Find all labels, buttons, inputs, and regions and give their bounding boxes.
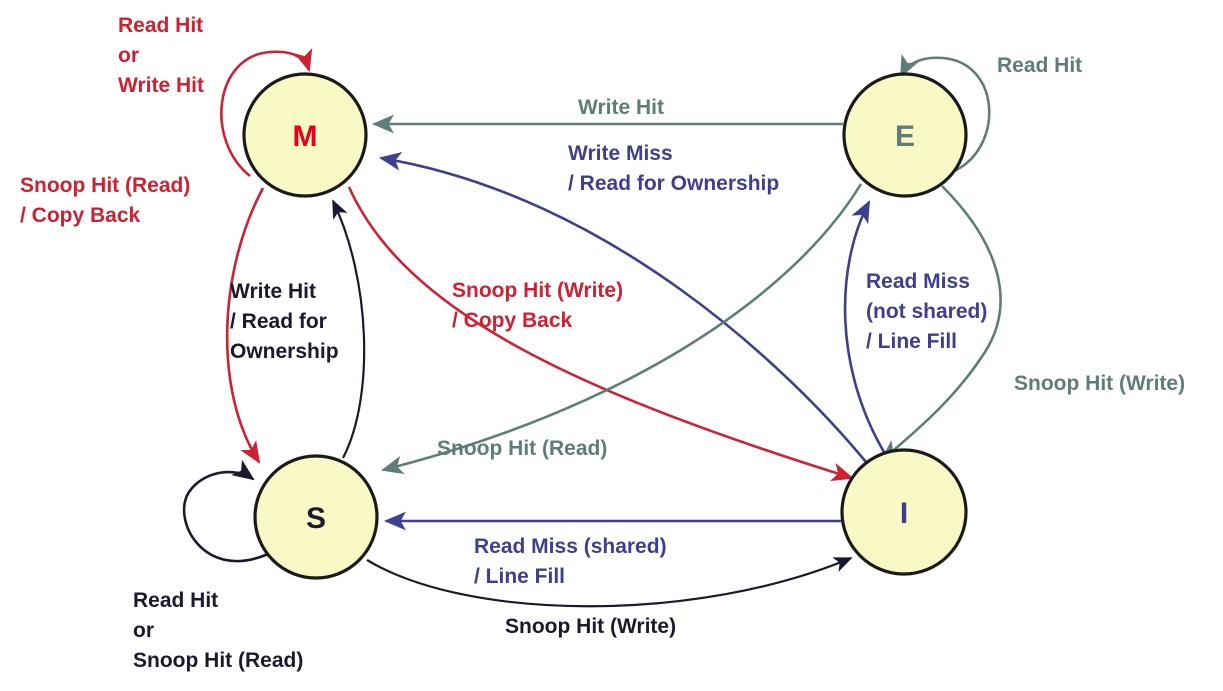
state-node-s[interactable]	[253, 454, 379, 580]
edge-label-line: or	[133, 619, 154, 642]
edge-label-line: Read Hit	[133, 589, 218, 612]
edge-label-line: Snoop Hit (Read)	[133, 649, 303, 672]
edge-s-to-e	[843, 200, 886, 453]
edge-label-s-to-i: Snoop Hit (Write)	[505, 615, 717, 638]
nodes-layer: M E S I	[242, 72, 968, 580]
edge-label-line: / Read for	[230, 310, 327, 333]
state-node-i[interactable]	[840, 448, 968, 576]
state-label-s: S	[306, 502, 326, 535]
edge-label-e-to-s: Snoop Hit (Read)	[437, 437, 648, 460]
edge-e-to-i	[880, 185, 1002, 462]
edge-e-self	[899, 53, 991, 174]
edge-label-m-self: Read Hit or Write Hit	[118, 14, 256, 97]
state-label-i: I	[900, 497, 908, 530]
edge-label-i-to-s: Read Miss (shared) / Line Fill	[474, 535, 719, 588]
state-label-e: E	[895, 120, 915, 153]
edge-s-to-m	[332, 199, 366, 459]
edge-i-to-m	[378, 152, 868, 463]
edge-label-e-self: Read Hit	[997, 54, 1123, 77]
edge-label-line: Read Hit	[997, 54, 1082, 77]
edge-m-to-s	[225, 187, 265, 464]
edge-label-line: Read Miss (shared)	[474, 535, 667, 558]
edge-label-line: / Copy Back	[452, 309, 573, 332]
edge-label-line: or	[118, 44, 139, 67]
edge-label-line: Snoop Hit (Write)	[505, 615, 676, 638]
edge-s-self	[182, 459, 269, 563]
edge-e-to-s	[380, 183, 863, 475]
edge-label-line: Write Miss	[568, 142, 673, 165]
edge-label-line: Ownership	[230, 340, 339, 363]
state-label-m: M	[293, 120, 318, 153]
edge-label-line: Read Hit	[118, 14, 203, 37]
edge-label-line: / Line Fill	[866, 330, 957, 353]
edge-label-line: / Line Fill	[474, 565, 565, 588]
edge-label-m-to-s: Snoop Hit (Read) / Copy Back	[20, 174, 243, 227]
edge-label-line: Snoop Hit (Write)	[452, 279, 623, 302]
edge-s-to-i	[366, 556, 853, 608]
edge-label-s-to-e: Read Miss (not shared) / Line Fill	[866, 270, 1040, 353]
edge-label-line: Snoop Hit (Read)	[437, 437, 607, 460]
edge-label-m-to-i: Snoop Hit (Write) / Copy Back	[452, 279, 676, 332]
state-node-e[interactable]	[842, 72, 968, 198]
edge-label-i-to-m: Write Miss / Read for Ownership	[568, 142, 820, 195]
edges-layer	[182, 48, 1002, 608]
edge-label-e-to-i: Snoop Hit (Write)	[1014, 372, 1223, 395]
edge-label-e-to-m: Write Hit	[578, 96, 705, 119]
edge-label-s-self: Read Hit or Snoop Hit (Read)	[133, 589, 344, 672]
edge-labels-layer: Read Hit or Write Hit Read Hit Read Hit …	[20, 14, 1223, 672]
edge-label-line: Write Hit	[118, 74, 204, 97]
edge-label-line: Write Hit	[578, 96, 664, 119]
edge-label-line: / Read for Ownership	[568, 172, 779, 195]
edge-label-line: Snoop Hit (Write)	[1014, 372, 1185, 395]
edge-label-line: Write Hit	[230, 280, 316, 303]
edge-label-line: Snoop Hit (Read)	[20, 174, 190, 197]
edge-label-line: / Copy Back	[20, 204, 141, 227]
state-node-m[interactable]	[242, 72, 368, 198]
edge-label-line: Read Miss	[866, 270, 970, 293]
edge-label-line: (not shared)	[866, 300, 987, 323]
edge-m-to-i	[347, 186, 854, 481]
edge-m-self	[220, 48, 313, 178]
edge-label-s-to-m: Write Hit / Read for Ownership	[230, 280, 379, 363]
